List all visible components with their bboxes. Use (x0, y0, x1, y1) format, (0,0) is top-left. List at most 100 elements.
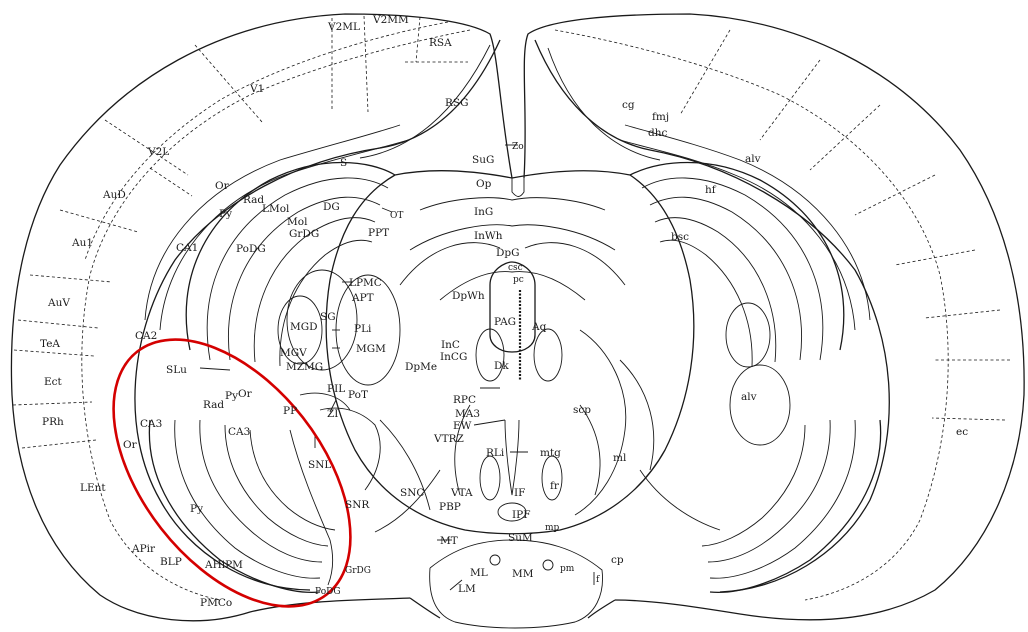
label-inc: InC (441, 339, 460, 351)
label-au1: Au1 (71, 237, 93, 249)
label-op: Op (476, 178, 492, 190)
label-pbp: PBP (439, 501, 461, 513)
label-sum: SuM (508, 532, 533, 544)
label-ca1: CA1 (176, 242, 198, 254)
label-py2: Py (225, 390, 238, 402)
label-mp: mp (545, 523, 560, 533)
label-lent: LEnt (80, 482, 106, 494)
label-vta: VTA (450, 487, 473, 499)
label-ma3: MA3 (455, 408, 480, 420)
label-ec: ec (956, 426, 968, 438)
label-ca3a: CA3 (140, 418, 162, 430)
label-zo: Zo (512, 142, 524, 152)
label-tea: TeA (40, 338, 60, 350)
label-pmco: PMCo (200, 597, 232, 609)
label-dpg: DpG (496, 247, 520, 259)
label-podg1: PoDG (236, 243, 266, 255)
label-cg: cg (622, 99, 635, 111)
label-mgm: MGM (356, 343, 386, 355)
label-mt: MT (440, 535, 458, 547)
label-aud: AuD (102, 189, 126, 201)
label-prh: PRh (42, 416, 64, 428)
label-bsc: bsc (671, 231, 689, 243)
label-ot: OT (390, 211, 403, 221)
label-v2mm: V2MM (372, 14, 409, 26)
label-dk: Dk (494, 360, 509, 372)
label-blp: BLP (160, 556, 182, 568)
label-ect: Ect (44, 376, 63, 388)
label-incg: InCG (440, 351, 467, 363)
hippocampus-left (149, 163, 395, 593)
label-v2l: V2L (147, 146, 169, 158)
label-pc: pc (513, 275, 524, 285)
label-s: S (340, 157, 347, 169)
label-mgv: MGV (280, 347, 307, 359)
label-ml2: ml (613, 452, 627, 464)
label-alv1: alv (745, 153, 761, 165)
label-mm: MM (512, 568, 534, 580)
label-ppt: PPT (368, 227, 389, 239)
label-aq: Aq (531, 321, 547, 333)
label-lm: LM (458, 583, 476, 595)
label-pag: PAG (494, 316, 516, 328)
label-ca2: CA2 (135, 330, 157, 342)
label-dhc: dhc (648, 127, 667, 139)
label-v1: V1 (249, 83, 264, 95)
label-grdg2: GrDG (345, 566, 371, 576)
label-mzmg: MZMG (286, 361, 323, 373)
label-vtrz: VTRZ (433, 433, 464, 445)
label-ahipm: AHiPM (204, 559, 243, 571)
label-alv2: alv (741, 391, 757, 403)
label-csc: csc (508, 263, 523, 273)
label-ing: InG (474, 206, 493, 218)
label-snl: SNL (308, 459, 331, 471)
label-pil: PIL (327, 383, 345, 395)
hippocampus-right (630, 163, 881, 593)
label-or3: Or (123, 439, 138, 451)
label-rsa: RSA (429, 37, 452, 49)
label-mol: Mol (287, 216, 308, 228)
label-zi: ZI (327, 408, 338, 420)
label-pli: PLi (354, 323, 372, 335)
label-podg2: PoDG (315, 587, 341, 597)
label-auv: AuV (47, 297, 70, 309)
label-rpc: RPC (453, 394, 476, 406)
label-snr: SNR (345, 499, 370, 511)
label-ipf: IPF (512, 509, 531, 521)
label-rsg: RSG (445, 97, 469, 109)
label-grdg1: GrDG (289, 228, 319, 240)
label-snc: SNC (400, 487, 424, 499)
label-ml1: ML (470, 567, 488, 579)
label-mtg: mtg (540, 447, 561, 459)
label-pot: PoT (348, 389, 368, 401)
label-inwh: InWh (474, 230, 503, 242)
label-fr: fr (550, 480, 560, 492)
label-f1: f (596, 575, 600, 585)
label-dpme: DpMe (405, 361, 437, 373)
label-lpmc: LPMC (349, 277, 382, 289)
label-scp: scp (573, 404, 591, 416)
label-pp: PP (283, 405, 297, 417)
highlight-ellipse (66, 296, 397, 632)
label-pm: pm (560, 564, 575, 574)
label-apt: APT (351, 292, 374, 304)
label-py3: Py (190, 503, 203, 515)
label-rad2: Rad (203, 399, 224, 411)
label-ew: EW (453, 420, 472, 432)
label-dg: DG (323, 201, 340, 213)
label-fmj: fmj (652, 111, 669, 123)
label-ca3b: CA3 (228, 426, 250, 438)
label-rli: RLi (486, 447, 505, 459)
label-v2ml: V2ML (327, 21, 360, 33)
label-slu: SLu (166, 364, 187, 376)
label-sug: SuG (472, 154, 494, 166)
label-sg: SG (320, 311, 336, 323)
label-mgd: MGD (290, 321, 318, 333)
label-apir: APir (131, 543, 156, 555)
label-or1: Or (215, 180, 230, 192)
label-dpwh: DpWh (452, 290, 485, 302)
label-hf: hf (705, 184, 717, 196)
label-if: IF (514, 487, 525, 499)
label-or2: Or (238, 388, 253, 400)
